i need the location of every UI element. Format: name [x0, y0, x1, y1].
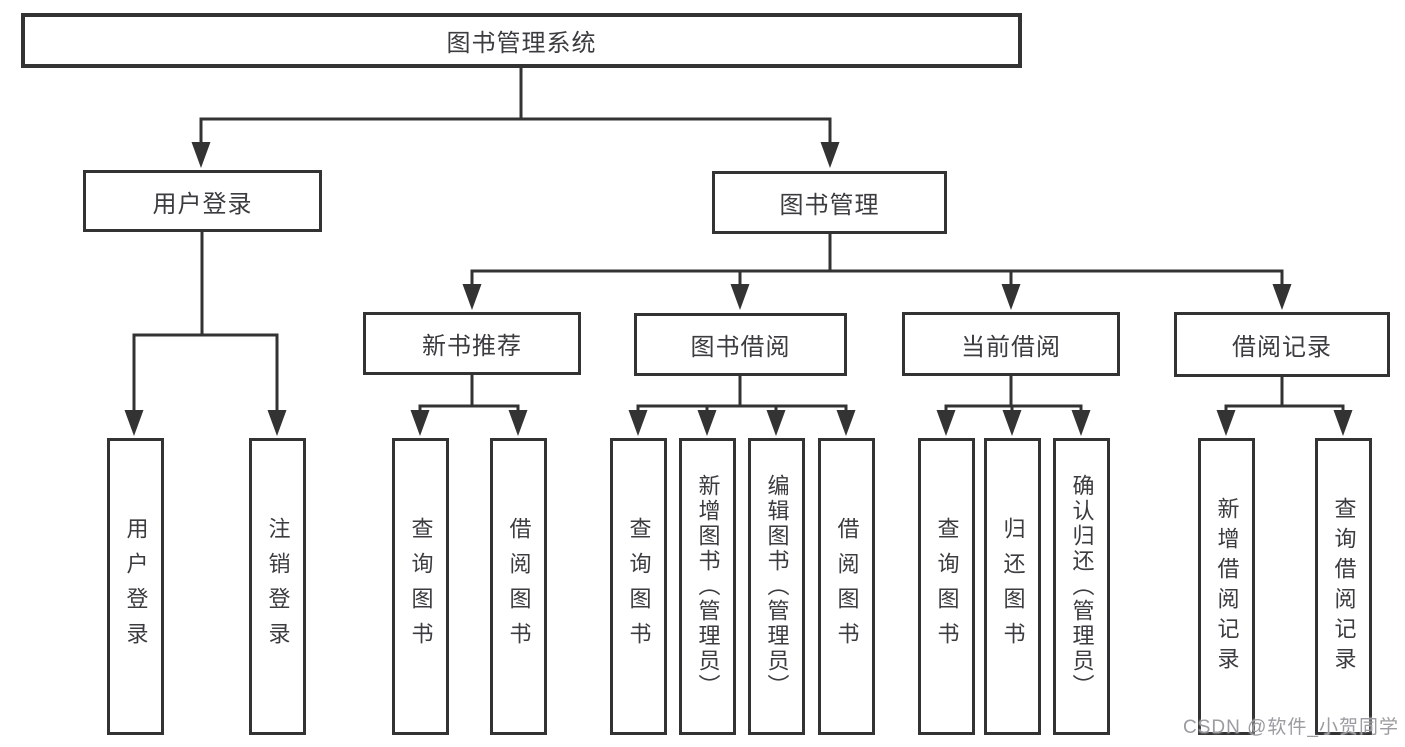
node-user-login-label: 用户登录: [152, 190, 253, 218]
leaf-user-login: 用户登录: [107, 438, 164, 735]
node-root-label: 图书管理系统: [446, 30, 597, 57]
leaf-query-books-current: 查询图书: [918, 438, 975, 735]
node-book-management: 图书管理: [712, 171, 947, 234]
connector-user-login: [132, 230, 279, 418]
leaf-query-books-recommend-label: 查询图书: [408, 516, 434, 657]
leaf-return-books: 归还图书: [984, 438, 1041, 735]
connector-new-book: [418, 373, 520, 418]
arrowheads: [124, 142, 1353, 436]
connector-book-borrow: [636, 374, 848, 418]
leaf-add-borrow-record-label: 新增借阅记录: [1214, 496, 1240, 677]
leaf-edit-books-admin-label: 编辑图书（管理员）: [764, 474, 790, 699]
leaf-add-borrow-record: 新增借阅记录: [1198, 438, 1255, 735]
leaf-confirm-return-admin: 确认归还（管理员）: [1053, 438, 1110, 735]
leaf-logout-login: 注销登录: [249, 438, 306, 735]
node-current-borrowing-label: 当前借阅: [961, 333, 1061, 361]
leaf-query-books-borrowing: 查询图书: [610, 438, 667, 735]
leaf-edit-books-admin: 编辑图书（管理员）: [748, 438, 805, 735]
connector-borrow-records: [1224, 375, 1345, 418]
leaf-borrow-books-recommend: 借阅图书: [490, 438, 547, 735]
leaf-add-books-admin-label: 新增图书（管理员）: [695, 474, 721, 699]
leaf-borrow-books-borrowing: 借阅图书: [818, 438, 875, 735]
leaf-query-books-current-label: 查询图书: [934, 516, 960, 657]
leaf-query-borrow-record-label: 查询借阅记录: [1331, 496, 1357, 677]
csdn-watermark: CSDN @软件_小贺同学: [1183, 717, 1399, 738]
leaf-query-books-recommend: 查询图书: [392, 438, 449, 735]
node-new-book-recommendation-label: 新书推荐: [422, 333, 522, 360]
leaf-borrow-books-borrowing-label: 借阅图书: [834, 516, 860, 657]
leaf-user-login-label: 用户登录: [123, 516, 149, 657]
node-user-login: 用户登录: [83, 170, 322, 232]
leaf-query-borrow-record: 查询借阅记录: [1315, 438, 1372, 735]
leaf-confirm-return-admin-label: 确认归还（管理员）: [1069, 474, 1095, 699]
node-borrowing-records: 借阅记录: [1174, 312, 1390, 377]
connector-book-management: [470, 232, 1284, 292]
leaf-return-books-label: 归还图书: [1000, 516, 1026, 657]
leaf-borrow-books-recommend-label: 借阅图书: [506, 516, 532, 657]
node-new-book-recommendation: 新书推荐: [363, 312, 581, 375]
node-borrowing-records-label: 借阅记录: [1232, 334, 1332, 361]
leaf-add-books-admin: 新增图书（管理员）: [679, 438, 736, 735]
leaf-logout-login-label: 注销登录: [265, 516, 291, 657]
node-book-management-label: 图书管理: [779, 192, 880, 219]
node-current-borrowing: 当前借阅: [902, 312, 1120, 376]
node-book-borrowing: 图书借阅: [634, 313, 847, 376]
leaf-query-books-borrowing-label: 查询图书: [626, 516, 652, 657]
connector-root: [199, 66, 832, 150]
node-root: 图书管理系统: [21, 13, 1022, 68]
node-book-borrowing-label: 图书借阅: [690, 334, 791, 361]
